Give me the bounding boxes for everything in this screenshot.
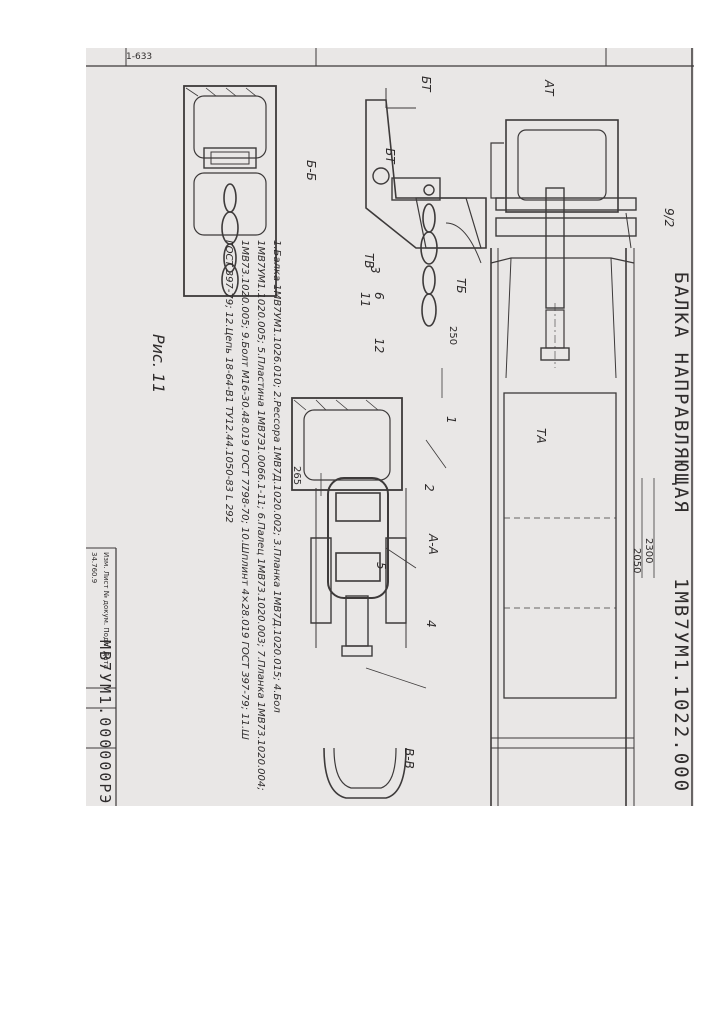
dimension-2300: 2300 [643, 538, 654, 564]
section-b-b [183, 85, 277, 297]
section-v-v-title: В-В [402, 748, 416, 769]
section-b-b-title: Б-Б [304, 160, 318, 181]
title-block [86, 547, 117, 806]
leader-line [365, 667, 427, 689]
callout-11: 11 [358, 292, 372, 308]
drawing-title: БАЛКА НАПРАВЛЯЮЩАЯ [670, 272, 692, 514]
title-block-row-2: 34.760.9 [90, 552, 98, 584]
view-ta-label: ТА [534, 428, 548, 444]
figure-caption: Рис. 11 [149, 334, 168, 394]
section-a-a [291, 397, 407, 657]
item-9-2-label: 9/2 [662, 208, 676, 228]
parts-note-line-4: ГОСТ 397-79; 12.Цепь 18-64-В1 ТУ12.44.10… [223, 240, 234, 523]
callout-4: 4 [424, 620, 438, 628]
leader-line [385, 547, 417, 569]
view-at-label: АТ [542, 80, 556, 96]
callout-6: 6 [372, 292, 386, 300]
callout-5: 5 [374, 562, 388, 570]
parts-note-line-2: 1МВ7УМ1.1020.005; 5.Пластина 1МВ7Э1.0066… [255, 240, 266, 791]
callout-3: 3 [368, 266, 382, 274]
view-bt-label-2: БТ [383, 148, 397, 164]
dimension-250: 250 [447, 326, 458, 346]
view-tv-label: ТБ [454, 278, 468, 294]
callout-12: 12 [372, 338, 386, 354]
title-block-row-1: Изм. Лист № докум. Подп. Дата [102, 552, 110, 669]
engineering-drawing [86, 48, 694, 806]
parts-note-line-3: 1МВ73.1020.005; 9.Болт М16-30.48.019 ГОС… [239, 240, 250, 740]
drawing-code: 1МВ7УМ1.1022.000 [670, 578, 692, 794]
callout-1: 1 [444, 416, 458, 424]
section-v-v-partial [323, 747, 407, 799]
hook-assembly [365, 88, 487, 327]
parts-note-line-1: 1.Балка 1МВ7УМ1.1026.010; 2.Рессора 1МВ7… [271, 240, 282, 713]
main-beam-view [490, 119, 637, 806]
dimension-2050: 2050 [631, 548, 642, 574]
sheet-corner-number: 1-633 [126, 52, 153, 62]
section-a-a-title: А-А [426, 534, 440, 555]
callout-2: 2 [422, 484, 436, 492]
drawing-sheet: БАЛКА НАПРАВЛЯЮЩАЯ 1МВ7УМ1.1022.000 2300… [86, 48, 694, 806]
view-bt-label: БТ [419, 76, 433, 92]
dimension-265: 265 [291, 466, 302, 486]
leader-line [425, 439, 447, 469]
